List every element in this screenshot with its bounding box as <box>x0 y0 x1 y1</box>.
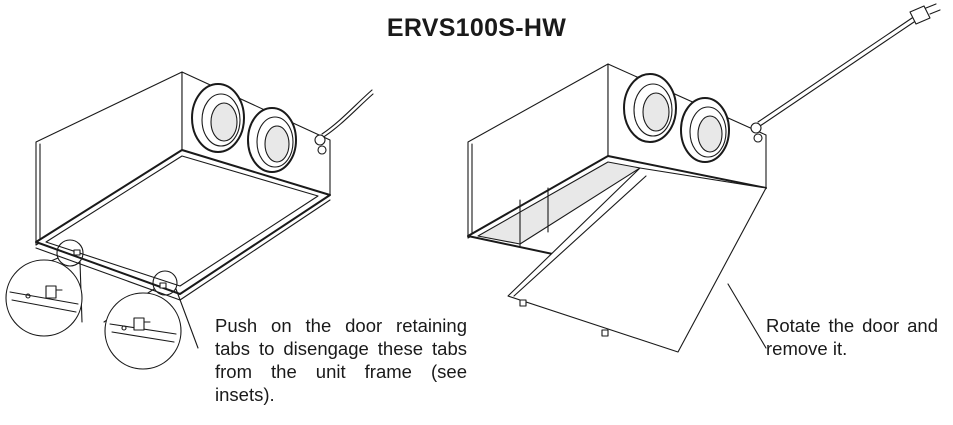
duct-port-right-2 <box>680 97 730 163</box>
step-2-instruction: Rotate the door and remove it. <box>766 315 938 359</box>
duct-port-left-1 <box>191 83 245 153</box>
retaining-tab-left-2 <box>159 282 167 289</box>
inset-1-tab <box>45 285 57 299</box>
step-1-instruction: Push on the door retaining tabs to disen… <box>215 315 467 405</box>
model-title: ERVS100S-HW <box>386 14 567 42</box>
inset-marker-2 <box>152 270 178 296</box>
power-cord-right <box>757 17 913 123</box>
unit-right <box>467 3 941 353</box>
retaining-tab-right-1 <box>519 299 527 307</box>
inset-detail-1 <box>5 259 83 337</box>
power-cord-left <box>321 89 373 135</box>
retaining-tab-left-1 <box>73 249 81 256</box>
unit-left <box>15 71 374 349</box>
unit-right-door-rotated <box>507 167 767 353</box>
retaining-tab-right-2 <box>601 329 609 337</box>
duct-port-left-2 <box>247 107 297 173</box>
power-plug <box>909 3 941 25</box>
inset-marker-1 <box>56 239 84 267</box>
duct-port-right-1 <box>623 73 677 143</box>
unit-left-door <box>45 155 319 287</box>
inset-detail-2 <box>104 292 182 370</box>
inset-2-tab <box>133 317 145 331</box>
